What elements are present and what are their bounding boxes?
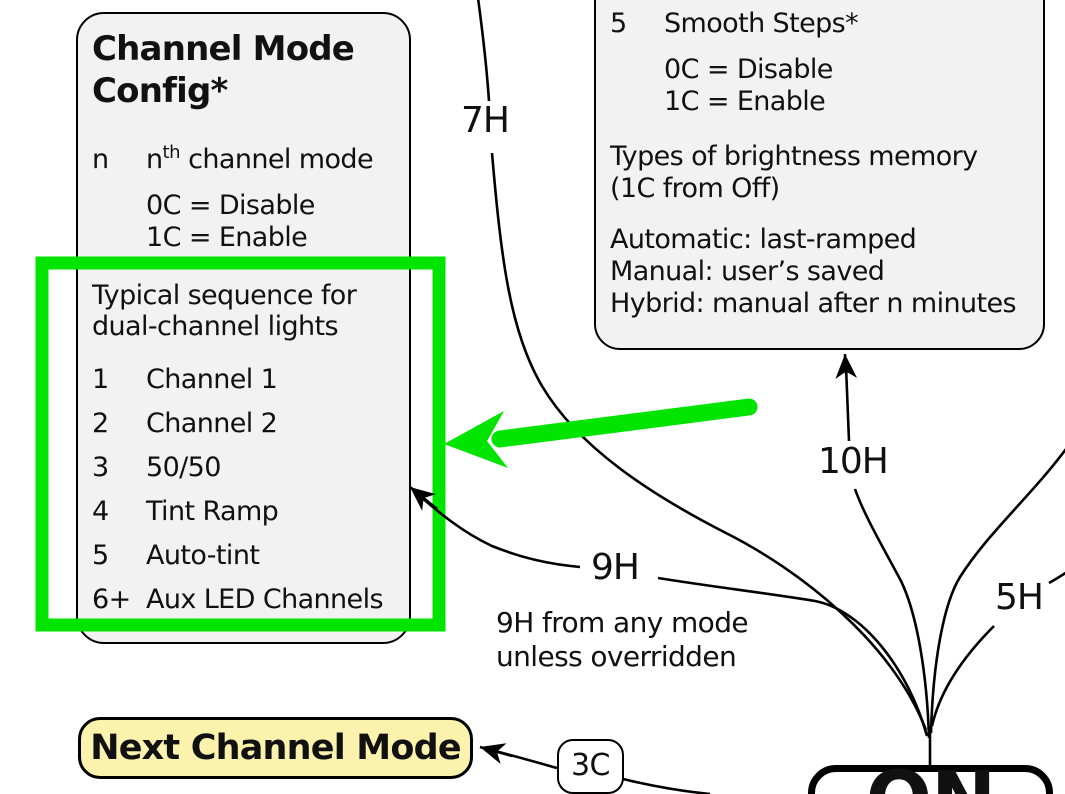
memory-type-hybrid: Hybrid: manual after n minutes	[610, 288, 1017, 319]
smooth-steps-row: 5 Smooth Steps*	[610, 8, 859, 39]
smooth-steps-num: 5	[610, 8, 627, 39]
edge-10h	[853, 488, 931, 739]
sequence-num: 2	[92, 408, 109, 439]
edge-10h-shaft	[844, 365, 851, 442]
edge-5h-stub	[1048, 571, 1065, 585]
arrowhead-next-channel-mode	[479, 743, 513, 765]
on-state-node: ON	[808, 762, 1053, 794]
sequence-row: 5 Auto-tint	[92, 540, 260, 571]
sequence-row: 3 50/50	[92, 452, 221, 483]
memory-heading-line1: Types of brightness memory	[610, 141, 978, 172]
smooth-steps-label: Smooth Steps*	[664, 8, 859, 39]
edge-5h	[930, 625, 995, 727]
sequence-label: Tint Ramp	[146, 496, 279, 527]
note-9h-line1: 9H from any mode	[496, 606, 749, 639]
memory-type-manual: Manual: user’s saved	[610, 256, 885, 287]
mem-option-enable: 1C = Enable	[664, 86, 826, 117]
sequence-row: 4 Tint Ramp	[92, 496, 279, 527]
sequence-row: 1 Channel 1	[92, 364, 278, 395]
memory-type-automatic: Automatic: last-ramped	[610, 224, 917, 255]
button-sequence-node-3c: 3C	[557, 739, 624, 794]
edge-3c-to-next	[482, 746, 558, 770]
arrowhead-10h	[835, 353, 858, 379]
edge-label-5h: 5H	[995, 577, 1044, 618]
edge-9h-left	[412, 489, 581, 569]
sequence-label: 50/50	[146, 452, 221, 483]
sequence-label: Channel 1	[146, 364, 278, 395]
edge-label-9h: 9H	[591, 547, 640, 588]
sequence-num: 5	[92, 540, 109, 571]
next-channel-mode-node: Next Channel Mode	[78, 717, 473, 779]
edge-label-10h: 10H	[818, 441, 889, 482]
sequence-label: Aux LED Channels	[146, 584, 384, 615]
sequence-num: 6+	[92, 584, 131, 615]
cmc-option-enable: 1C = Enable	[146, 222, 308, 253]
arrowhead-9h	[409, 485, 438, 511]
param-desc-rest: channel mode	[180, 144, 373, 175]
sequence-num: 1	[92, 364, 109, 395]
sequence-label: Channel 2	[146, 408, 278, 439]
sequence-heading-line1: Typical sequence for	[92, 280, 357, 311]
note-9h: 9H from any mode unless overridden	[496, 606, 749, 674]
mem-option-disable: 0C = Disable	[664, 54, 833, 85]
sequence-heading-line2: dual-channel lights	[92, 311, 339, 342]
channel-mode-config-title: Channel Mode Config*	[92, 29, 355, 111]
sequence-label: Auto-tint	[146, 540, 260, 571]
black-edges-over-green	[409, 485, 581, 569]
cmc-option-disable: 0C = Disable	[146, 190, 315, 221]
highlight-arrow-shaft	[491, 398, 758, 448]
highlight-arrow-head	[444, 411, 508, 468]
param-key: n	[92, 144, 109, 175]
param-desc-sup: th	[162, 142, 181, 163]
sequence-num: 4	[92, 496, 109, 527]
memory-heading-line2: (1C from Off)	[610, 173, 780, 204]
edge-label-7h: 7H	[461, 100, 510, 141]
edge-3c-to-on	[622, 777, 711, 794]
on-state-label: ON	[815, 762, 1046, 794]
sequence-num: 3	[92, 452, 109, 483]
note-9h-line2: unless overridden	[496, 640, 737, 673]
edge-7h-upper	[476, 0, 491, 102]
param-desc-base: n	[146, 144, 163, 175]
sequence-row: 6+ Aux LED Channels	[92, 584, 384, 615]
sequence-row: 2 Channel 2	[92, 408, 278, 439]
